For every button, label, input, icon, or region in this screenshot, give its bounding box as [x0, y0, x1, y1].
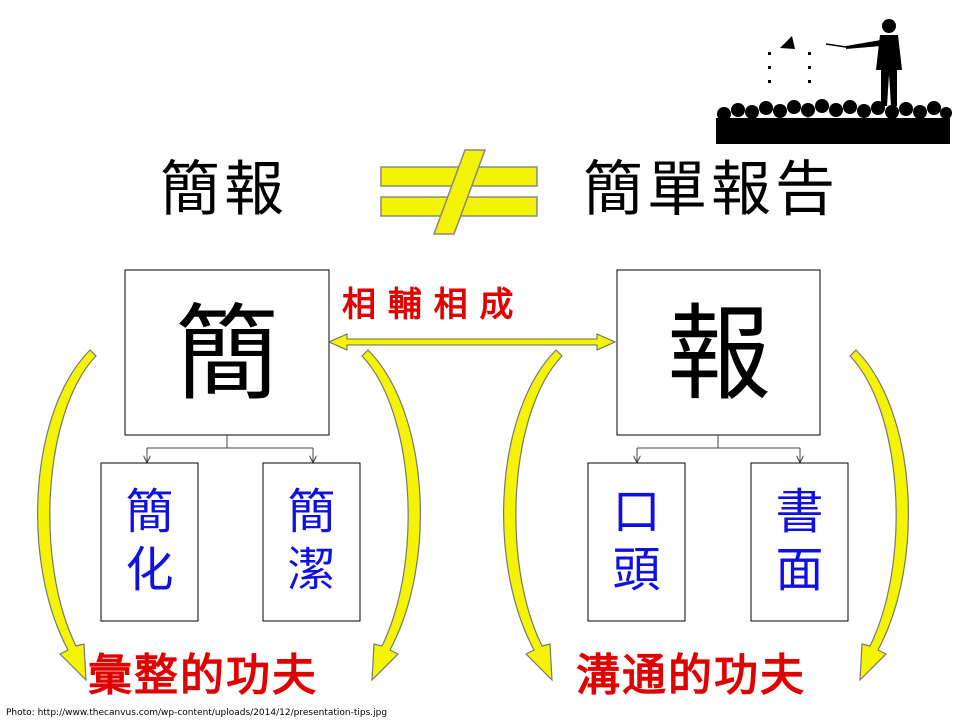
right-child-node-2: 書 面 [775, 484, 824, 598]
left-child-node-2: 簡 潔 [287, 484, 336, 598]
photo-credit: Photo: http://www.thecanvus.com/wp-conte… [6, 708, 388, 718]
right-child-box-1 [587, 462, 686, 622]
right-tree-connector [637, 435, 800, 462]
bottom-right-phrase: 溝通的功夫 [576, 650, 806, 701]
right-main-box [616, 269, 821, 436]
title-left: 簡報 [160, 155, 288, 225]
left-child-box-2 [262, 462, 361, 622]
double-arrow-connector [327, 333, 617, 351]
right-child-box-2 [750, 462, 849, 622]
title-right: 簡單報告 [583, 155, 839, 225]
presenter-silhouette-icon [716, 19, 952, 144]
curved-arrow-left-outer [37, 349, 97, 682]
left-main-node: 簡 [175, 293, 280, 415]
link-label: 相 輔 相 成 [342, 285, 514, 325]
left-tree-connector [147, 435, 313, 462]
right-main-node: 報 [667, 293, 772, 415]
left-child-node-1: 簡 化 [125, 484, 174, 598]
left-child-box-1 [100, 462, 199, 622]
not-equal-icon [380, 149, 538, 235]
bottom-left-phrase: 彙整的功夫 [88, 650, 318, 701]
right-child-node-1: 口 頭 [612, 484, 661, 598]
curved-arrow-left-inner [361, 349, 421, 682]
left-main-box [124, 269, 330, 436]
curved-arrow-right-inner [503, 349, 563, 682]
curved-arrow-right-outer [849, 349, 909, 682]
